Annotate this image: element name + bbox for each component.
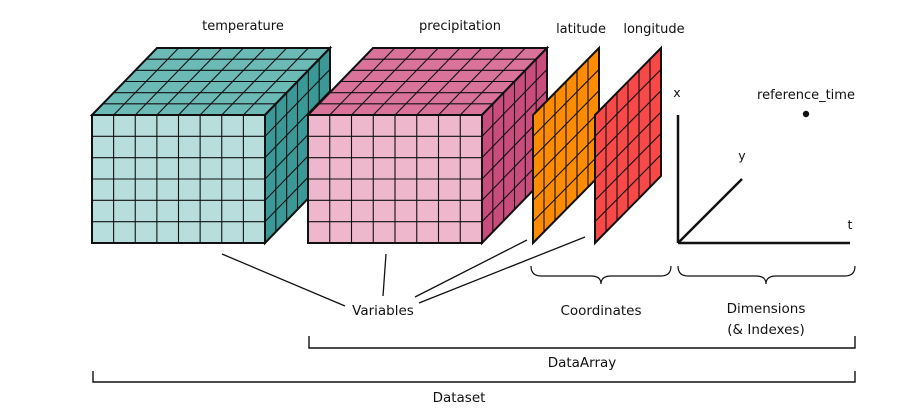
latitude-grid [532, 59, 600, 232]
x-axis-label: x [673, 85, 680, 100]
variables-label: Variables [352, 303, 414, 319]
dataset-label: Dataset [433, 390, 486, 406]
dimensions-label: Dimensions [727, 301, 806, 317]
grid-line [594, 90, 662, 159]
t-axis-label: t [848, 217, 853, 232]
connector-temperature [221, 253, 346, 307]
grid-line [532, 154, 600, 223]
reference-time-label: reference_time [757, 88, 855, 103]
grid-line [481, 68, 548, 137]
grid-line [594, 68, 662, 137]
grid-line [594, 154, 662, 223]
grid-line [594, 132, 662, 201]
grid-line [532, 68, 600, 137]
dataarray-label: DataArray [548, 355, 617, 371]
grid-line [594, 111, 662, 180]
connector-longitude [418, 236, 586, 304]
grid-line [481, 90, 548, 159]
precipitation-label: precipitation [419, 19, 501, 34]
indexes-label: (& Indexes) [727, 322, 804, 338]
precipitation-grid [308, 47, 548, 243]
grid-line [532, 132, 600, 201]
variables-connectors [221, 236, 586, 307]
grid-line [264, 68, 331, 137]
precipitation-cube [305, 45, 550, 246]
grid-line [532, 90, 600, 159]
coordinates-label: Coordinates [560, 303, 641, 319]
connector-precipitation [382, 253, 387, 297]
longitude-plane [594, 45, 662, 246]
latitude-label: latitude [556, 22, 606, 37]
dataarray-bracket [308, 336, 856, 349]
dimensions-brace [677, 265, 856, 285]
temperature-grid [92, 47, 331, 243]
temperature-label: temperature [202, 19, 284, 34]
y-axis-label: y [738, 148, 746, 163]
grid-line [532, 111, 600, 180]
dimension-axes [676, 115, 850, 245]
grid-line [264, 90, 331, 159]
y-axis-line [677, 178, 743, 244]
reference-time-point [802, 110, 810, 118]
connector-latitude [414, 239, 528, 298]
coordinates-brace [530, 265, 672, 285]
longitude-label: longitude [623, 22, 684, 37]
temperature-cube [89, 45, 333, 246]
dataset-bracket [92, 371, 856, 383]
longitude-grid [594, 59, 662, 232]
